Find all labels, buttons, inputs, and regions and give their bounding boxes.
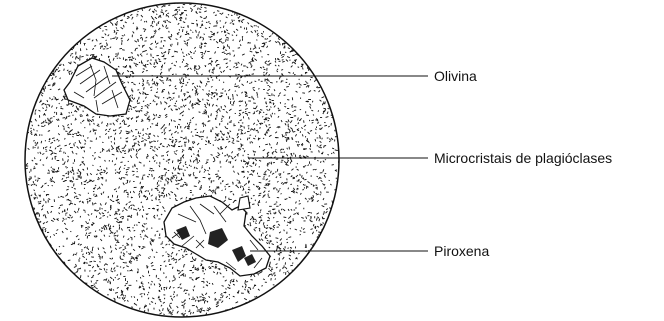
pyroxene-label: Piroxena xyxy=(434,243,489,259)
plagioclase-label: Microcristais de plagióclases xyxy=(434,150,612,166)
olivine-label: Olivina xyxy=(434,68,477,84)
